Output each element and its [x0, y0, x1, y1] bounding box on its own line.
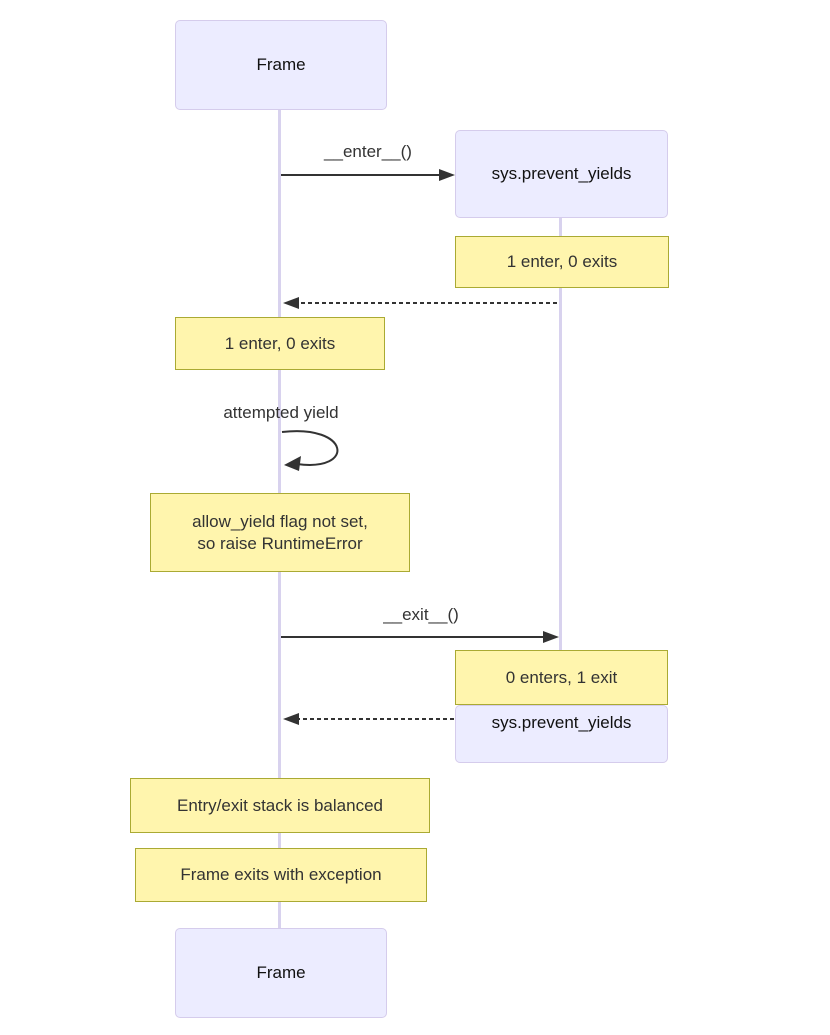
message-label-exit: __exit__()	[383, 605, 459, 624]
note-allow-yield-runtime-error: allow_yield flag not set, so raise Runti…	[150, 493, 410, 572]
actor-frame-bottom: Frame	[175, 928, 387, 1018]
note-1-enter-0-exits-right: 1 enter, 0 exits	[455, 236, 669, 288]
exit-arrow	[281, 631, 559, 643]
actor-frame-top-label: Frame	[256, 55, 306, 74]
enter-arrow	[281, 169, 455, 181]
self-loop-arrow	[281, 430, 339, 471]
actor-frame-top: Frame	[175, 20, 387, 110]
note-1-enter-0-exits-left: 1 enter, 0 exits	[175, 317, 385, 370]
message-label-enter: __enter__()	[324, 142, 412, 161]
note-frame-exits-exception: Frame exits with exception	[135, 848, 427, 902]
message-label-attempted-yield: attempted yield	[223, 403, 339, 422]
actor-frame-bottom-label: Frame	[256, 963, 306, 982]
actor-sys-prevent-yields-top: sys.prevent_yields	[455, 130, 668, 218]
return-arrow-1	[283, 297, 557, 309]
actor-sys-prevent-yields-end: sys.prevent_yields	[455, 705, 668, 763]
note-0-enters-1-exit: 0 enters, 1 exit	[455, 650, 668, 705]
note-stack-balanced: Entry/exit stack is balanced	[130, 778, 430, 833]
actor-sys-top-label: sys.prevent_yields	[491, 164, 632, 183]
lifeline-sys-prevent-yields	[559, 218, 562, 763]
actor-sys-end-label: sys.prevent_yields	[491, 713, 632, 732]
